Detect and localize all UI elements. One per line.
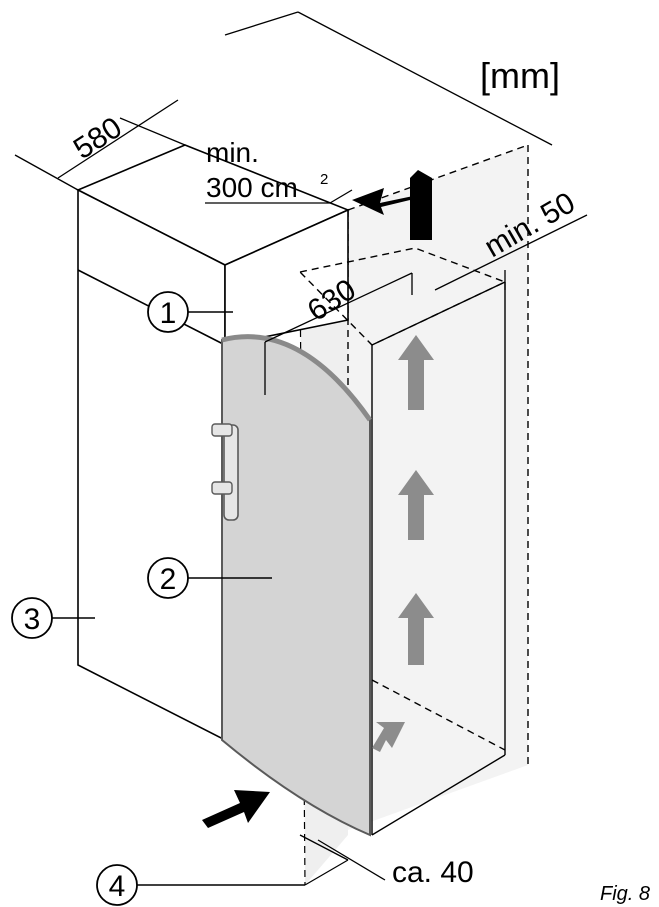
dim-ca-40: ca. 40 (392, 856, 474, 889)
door-handle (211, 423, 239, 521)
inflow-arrow (202, 790, 270, 828)
svg-text:1: 1 (160, 297, 177, 330)
callout-4: 4 (96, 864, 305, 906)
callout-2: 2 (147, 557, 272, 599)
callout-3: 3 (11, 597, 95, 639)
appliance (211, 334, 373, 837)
svg-text:4: 4 (109, 870, 126, 903)
airflow-arrow (372, 722, 405, 752)
airflow-arrow (398, 470, 434, 540)
units-label: [mm] (480, 55, 560, 96)
svg-text:2: 2 (160, 563, 177, 596)
callout-1: 1 (147, 291, 233, 333)
outflow-arrow (352, 170, 432, 240)
cabinet-niche (76, 144, 351, 742)
airflow-arrow (398, 335, 434, 410)
vent-label-line1: min. (206, 137, 259, 168)
airflow-arrows (372, 335, 434, 752)
vent-label-sup: 2 (320, 171, 328, 188)
figure-label: Fig. 8 (600, 883, 650, 905)
dim-580: 580 (68, 111, 128, 166)
appliance-top-outline (298, 247, 507, 836)
svg-text:3: 3 (24, 603, 41, 636)
vent-label-line2: 300 cm (206, 172, 298, 203)
airflow-arrow (398, 593, 434, 665)
dimension-lines (14, 11, 588, 881)
